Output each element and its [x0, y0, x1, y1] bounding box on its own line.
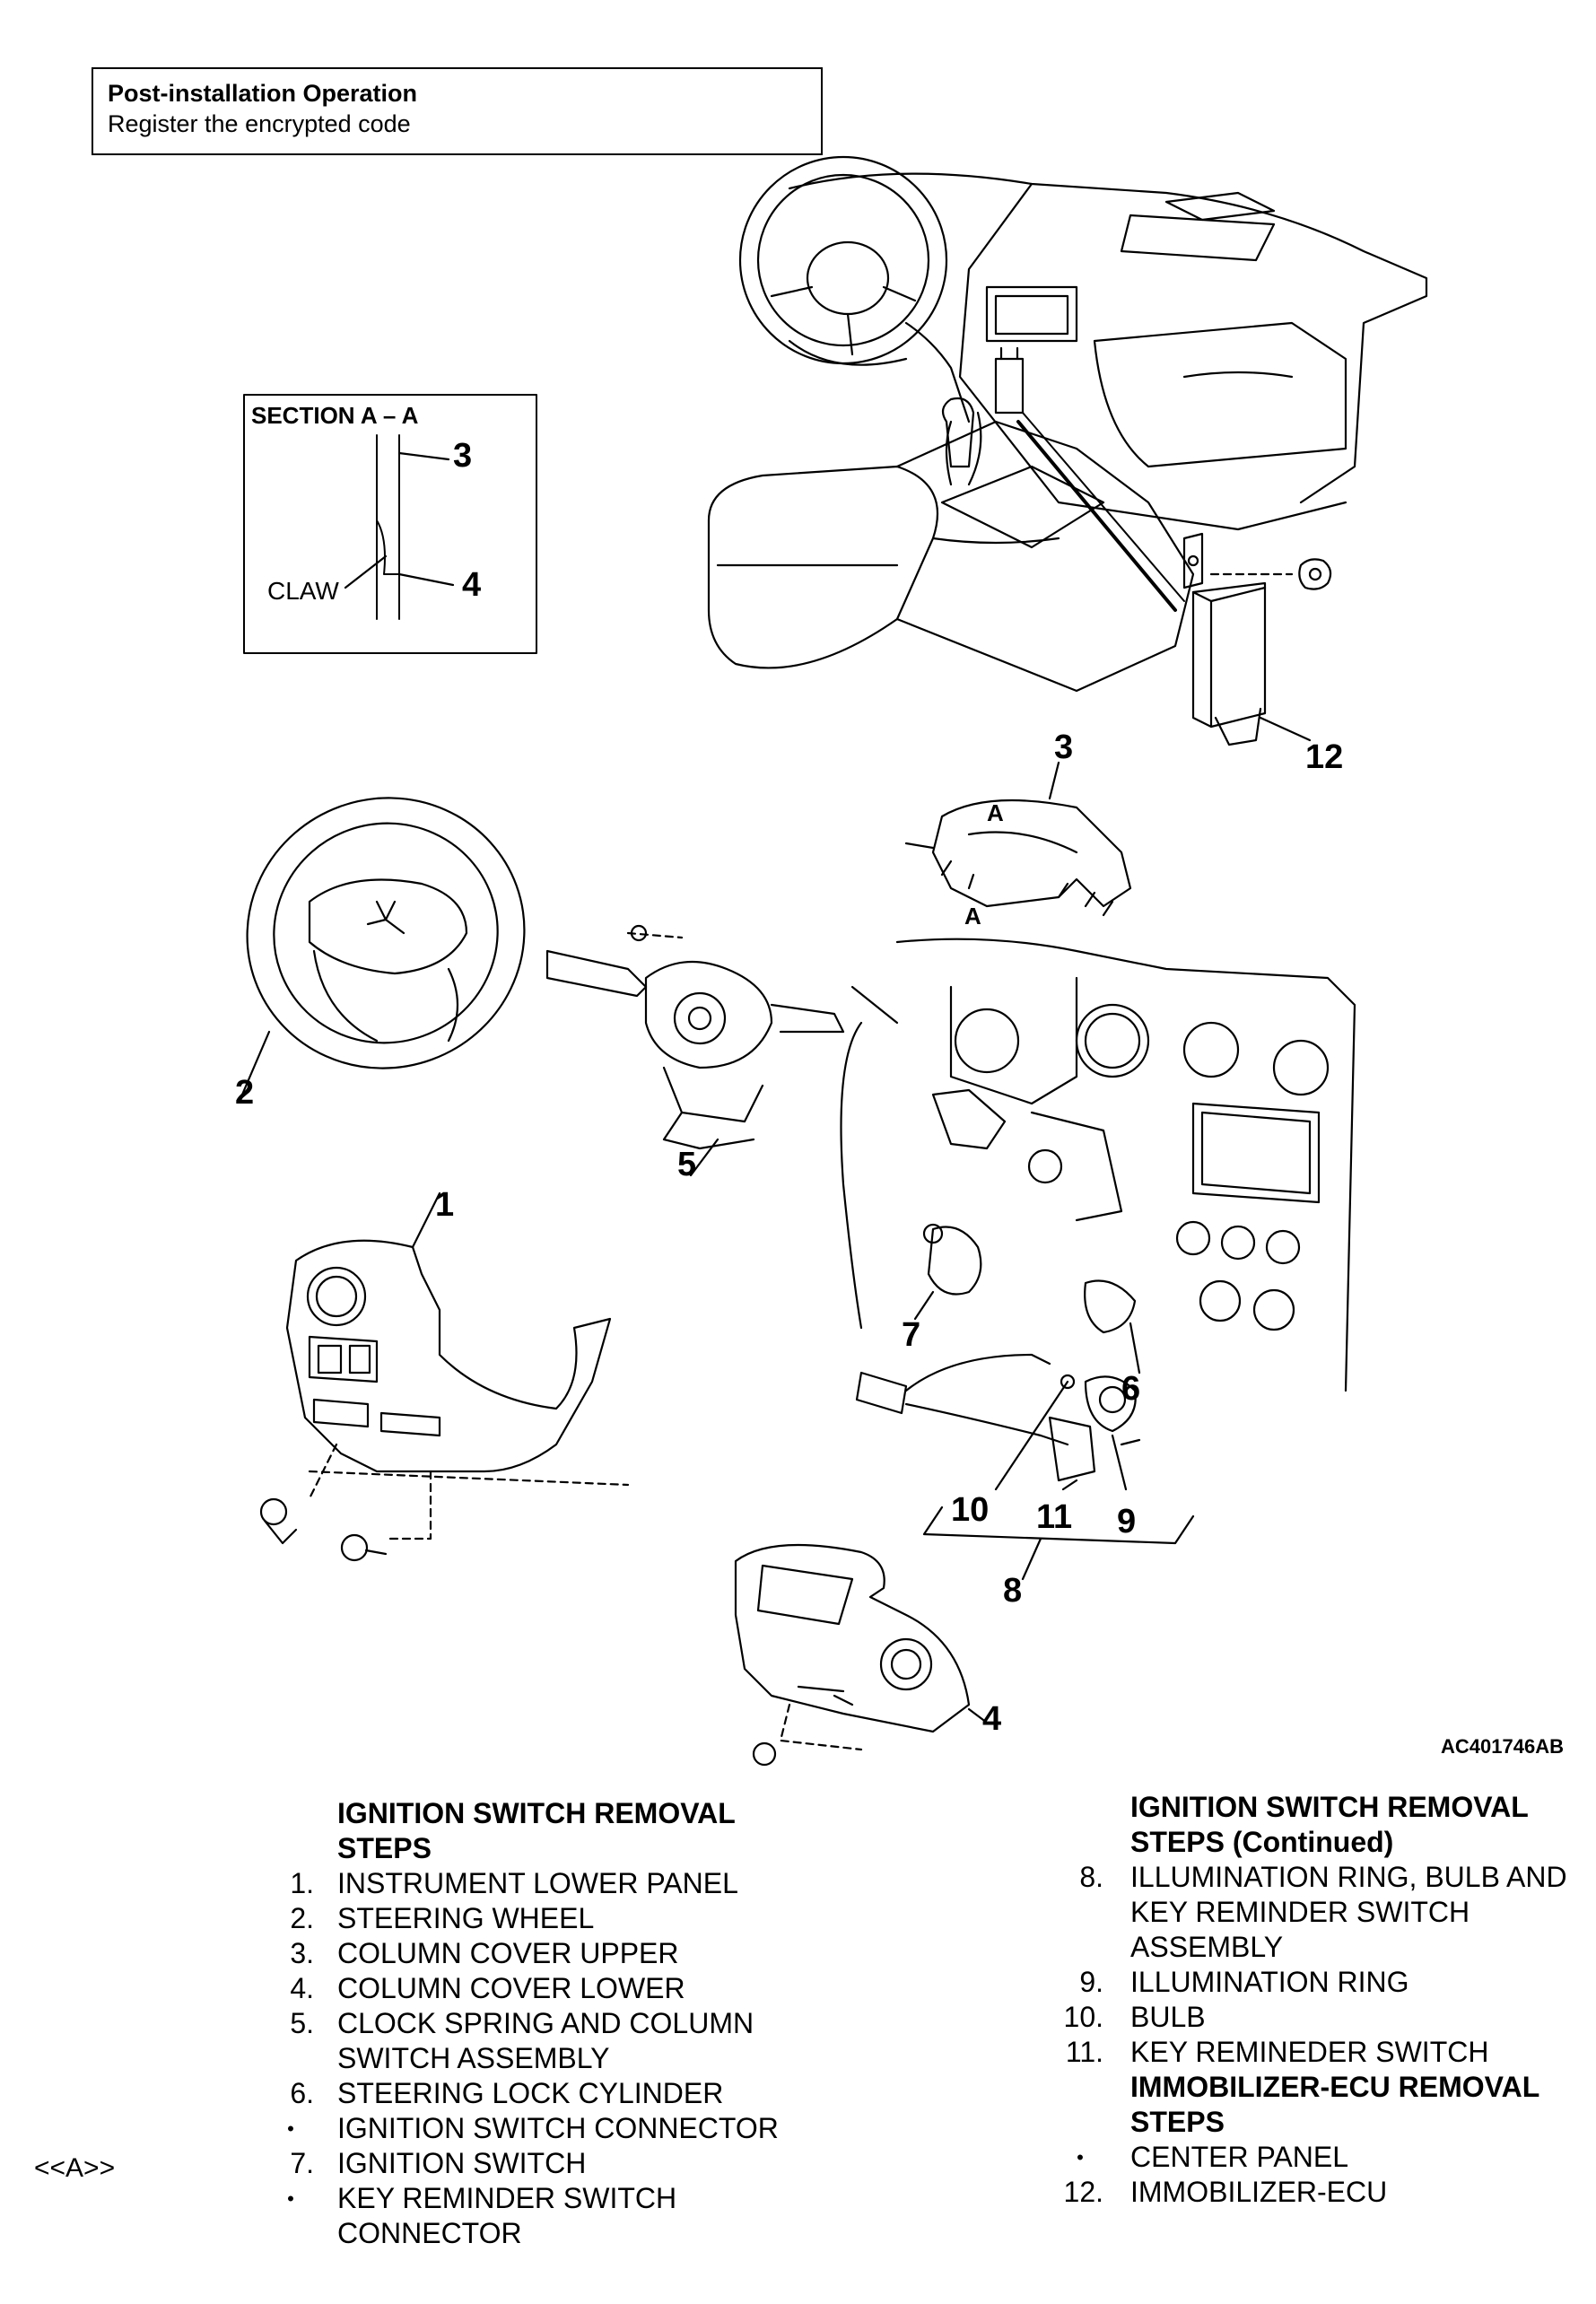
callout-9: 9: [1117, 1503, 1136, 1540]
step-text: BULB: [1130, 2001, 1206, 2033]
step-item: 2. STEERING WHEEL: [269, 1901, 825, 1936]
step-item: 9. ILLUMINATION RING: [1059, 1965, 1588, 2000]
left-steps-heading-1: IGNITION SWITCH REMOVAL: [337, 1797, 736, 1829]
callout-8: 8: [1003, 1572, 1022, 1610]
step-item: • CENTER PANEL: [1059, 2140, 1588, 2175]
callout-5: 5: [677, 1146, 696, 1183]
step-number: 7.: [290, 2147, 314, 2179]
step-number: 10.: [1063, 2001, 1103, 2033]
step-item: 3. COLUMN COVER UPPER: [269, 1936, 825, 1971]
step-text: ASSEMBLY: [1130, 1931, 1284, 1963]
callout-12: 12: [1305, 738, 1343, 776]
right-steps: IGNITION SWITCH REMOVAL STEPS (Continued…: [1059, 1790, 1588, 2210]
callout-4: 4: [982, 1700, 1001, 1738]
right-steps-heading-3: IMMOBILIZER-ECU REMOVAL: [1130, 2071, 1540, 2103]
post-installation-box: Post-installation Operation Register the…: [92, 67, 823, 155]
step-item: 7. IGNITION SWITCH: [269, 2146, 825, 2181]
step-item: 12. IMMOBILIZER-ECU: [1059, 2175, 1588, 2210]
step-number: 1.: [290, 1867, 314, 1899]
step-text: STEERING WHEEL: [337, 1902, 595, 1934]
callout-6: 6: [1121, 1370, 1140, 1408]
step-item: 1. INSTRUMENT LOWER PANEL: [269, 1866, 825, 1901]
callout-10: 10: [951, 1491, 989, 1529]
step-item: 11. KEY REMINEDER SWITCH: [1059, 2035, 1588, 2070]
ignition-parts-illustration: [855, 1223, 1195, 1581]
step-text: CONNECTOR: [337, 2217, 522, 2249]
side-note: <<A>>: [34, 2153, 116, 2183]
section-a-a-box: SECTION A – A 3 4 CLAW: [243, 394, 537, 654]
step-text: ILLUMINATION RING, BULB AND: [1130, 1861, 1567, 1893]
step-text: COLUMN COVER LOWER: [337, 1972, 685, 2004]
callout-3: 3: [1054, 729, 1073, 766]
instrument-lower-panel-illustration: [259, 1191, 630, 1562]
arrow-a-lower: A: [964, 903, 981, 929]
step-text: SWITCH ASSEMBLY: [337, 2042, 610, 2074]
step-number: 3.: [290, 1937, 314, 1969]
step-text: KEY REMINDER SWITCH: [337, 2182, 677, 2214]
step-text: INSTRUMENT LOWER PANEL: [337, 1867, 738, 1899]
step-text: IGNITION SWITCH CONNECTOR: [337, 2112, 779, 2144]
section-callout-3: 3: [453, 437, 472, 475]
step-text: COLUMN COVER UPPER: [337, 1937, 679, 1969]
step-number: 4.: [290, 1972, 314, 2004]
column-cover-lower-illustration: [734, 1543, 989, 1767]
step-number: 12.: [1063, 2176, 1103, 2208]
right-steps-heading-4: STEPS: [1130, 2106, 1225, 2138]
immobilizer-ecu-illustration: [1182, 532, 1332, 746]
step-bullet: •: [287, 2187, 294, 2210]
right-steps-heading-1: IGNITION SWITCH REMOVAL: [1130, 1791, 1529, 1823]
figure-code: AC401746AB: [1441, 1735, 1564, 1758]
step-number: 11.: [1065, 2036, 1103, 2068]
step-bullet: •: [287, 2117, 294, 2140]
section-title: SECTION A – A: [251, 402, 419, 429]
claw-label: CLAW: [267, 577, 339, 605]
step-text: CLOCK SPRING AND COLUMN: [337, 2007, 754, 2039]
instrument-cluster-illustration: [840, 938, 1356, 1392]
step-number: 8.: [1079, 1861, 1103, 1893]
exploded-diagram: SECTION A – A 3 4 CLAW A A: [235, 155, 1428, 1767]
callout-1: 1: [435, 1186, 454, 1224]
step-text: CENTER PANEL: [1130, 2141, 1349, 2173]
steering-wheel-illustration: [240, 797, 526, 1096]
right-steps-heading-2: STEPS (Continued): [1130, 1826, 1394, 1858]
step-number: 2.: [290, 1902, 314, 1934]
step-number: 5.: [290, 2007, 314, 2039]
left-steps-heading-2: STEPS: [337, 1832, 432, 1864]
step-number: 9.: [1079, 1966, 1103, 1998]
left-steps-list: 1. INSTRUMENT LOWER PANEL 2. STEERING WHEEL…: [269, 1866, 825, 2251]
dashboard-top-illustration: [707, 155, 1428, 693]
arrow-a-upper: A: [987, 799, 1004, 826]
step-number: 6.: [290, 2077, 314, 2109]
post-installation-title: Post-installation Operation: [108, 80, 418, 107]
step-text: STEERING LOCK CYLINDER: [337, 2077, 724, 2109]
step-text: KEY REMINEDER SWITCH: [1130, 2036, 1489, 2068]
step-text: IGNITION SWITCH: [337, 2147, 587, 2179]
step-text: IMMOBILIZER-ECU: [1130, 2176, 1388, 2208]
left-steps: IGNITION SWITCH REMOVAL STEPS 1. INSTRUME…: [269, 1796, 825, 2251]
step-text: ILLUMINATION RING: [1130, 1966, 1409, 1998]
step-item: 10. BULB: [1059, 2000, 1588, 2035]
clock-spring-illustration: [545, 924, 845, 1177]
step-item: 4. COLUMN COVER LOWER: [269, 1971, 825, 2006]
step-item: 6. STEERING LOCK CYLINDER: [269, 2076, 825, 2111]
step-item: • IGNITION SWITCH CONNECTOR: [269, 2111, 825, 2146]
column-cover-upper-illustration: A A: [904, 761, 1132, 929]
right-steps-list-2: • CENTER PANEL 12. IMMOBILIZER-ECU: [1059, 2140, 1588, 2210]
post-installation-text: Register the encrypted code: [108, 110, 411, 137]
callout-11: 11: [1036, 1498, 1072, 1536]
step-text: KEY REMINDER SWITCH: [1130, 1896, 1470, 1928]
callout-7: 7: [902, 1316, 920, 1354]
section-callout-4: 4: [462, 566, 481, 604]
step-bullet: •: [1077, 2146, 1084, 2169]
callout-2: 2: [235, 1074, 254, 1112]
